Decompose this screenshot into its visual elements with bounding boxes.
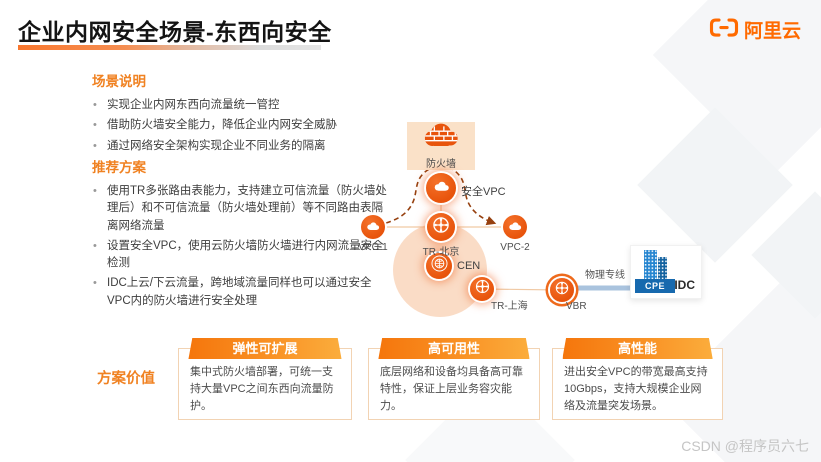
firewall-box: 防火墙	[407, 122, 475, 170]
building-icon	[638, 247, 672, 286]
alibaba-cloud-brackets-icon	[709, 17, 739, 43]
scenario-item: 借助防火墙安全能力，降低企业内网安全威胁	[92, 117, 384, 134]
idc-label: IDC	[674, 278, 695, 292]
value-card-title: 高性能	[562, 338, 713, 359]
tr-beijing-node	[427, 213, 455, 241]
title-underline	[18, 45, 321, 50]
solution-item: 设置安全VPC，使用云防火墙防火墙进行内网流量安全检测	[92, 238, 390, 273]
cloud-icon	[365, 218, 381, 236]
transit-router-icon	[431, 215, 451, 240]
cen-label: CEN	[457, 260, 481, 272]
tr-beijing-label: TR-北京	[422, 247, 460, 258]
page-title: 企业内网安全场景-东西向安全	[18, 19, 332, 45]
security-vpc-label: 安全VPC	[461, 186, 506, 198]
vbr-label: VBR	[566, 301, 587, 312]
cpe-chip: CPE	[635, 279, 675, 293]
scenario-section: 场景说明 实现企业内网东西向流量统一管控 借助防火墙安全能力，降低企业内网安全威…	[92, 70, 384, 158]
security-vpc-node	[426, 173, 456, 203]
value-heading: 方案价值	[97, 371, 155, 387]
csdn-watermark: CSDN @程序员六七	[681, 438, 809, 454]
scenario-list: 实现企业内网东西向流量统一管控 借助防火墙安全能力，降低企业内网安全威胁 通过网…	[92, 97, 384, 155]
solution-item: IDC上云/下云流量，跨地域流量同样也可以通过安全VPC内的防火墙进行安全处理	[92, 275, 390, 310]
transit-router-icon	[474, 278, 491, 300]
value-card-title: 高可用性	[378, 338, 530, 359]
firewall-cloud-icon	[421, 122, 461, 153]
cen-globe-icon	[430, 254, 449, 278]
solution-item: 使用TR多张路由表能力，支持建立可信流量（防火墙处理后）和不可信流量（防火墙处理…	[92, 183, 390, 235]
scenario-item: 实现企业内网东西向流量统一管控	[92, 97, 384, 114]
solution-list: 使用TR多张路由表能力，支持建立可信流量（防火墙处理后）和不可信流量（防火墙处理…	[92, 183, 390, 310]
value-card-body: 进出安全VPC的带宽最高支持10Gbps，支持大规模企业网络及流量突发场景。	[564, 366, 708, 413]
alibaba-cloud-logo: 阿里云	[709, 16, 801, 43]
tr-shanghai-label: TR-上海	[491, 301, 528, 312]
vbr-node	[550, 278, 574, 302]
router-icon	[554, 280, 570, 301]
vpc2-node	[503, 215, 527, 239]
solution-heading: 推荐方案	[92, 160, 146, 175]
value-card-availability: 高可用性 底层网络和设备均具备高可靠特性，保证上层业务容灾能力。	[368, 338, 540, 420]
value-card-body: 底层网络和设备均具备高可靠特性，保证上层业务容灾能力。	[380, 366, 523, 413]
value-card-performance: 高性能 进出安全VPC的带宽最高支持10Gbps，支持大规模企业网络及流量突发场…	[552, 338, 723, 420]
cen-node	[426, 253, 452, 279]
solution-section: 推荐方案 使用TR多张路由表能力，支持建立可信流量（防火墙处理后）和不可信流量（…	[92, 156, 390, 313]
cloud-icon	[507, 218, 523, 236]
vpc1-label: VPC-1	[358, 242, 388, 253]
value-card-scalable: 弹性可扩展 集中式防火墙部署，可统一支持大量VPC之间东西向流量防护。	[178, 338, 352, 420]
vpc2-label: VPC-2	[500, 242, 530, 253]
scenario-item: 通过网络安全架构实现企业不同业务的隔离	[92, 138, 384, 155]
scenario-heading: 场景说明	[92, 74, 146, 89]
physical-line-label: 物理专线	[585, 270, 625, 281]
idc-box: CPE IDC	[630, 245, 702, 299]
value-card-title: 弹性可扩展	[188, 338, 342, 359]
value-card-body: 集中式防火墙部署，可统一支持大量VPC之间东西向流量防护。	[190, 366, 334, 413]
vpc1-node	[361, 215, 385, 239]
logo-text: 阿里云	[743, 21, 801, 42]
cloud-icon	[432, 179, 451, 197]
firewall-label: 防火墙	[426, 159, 456, 170]
